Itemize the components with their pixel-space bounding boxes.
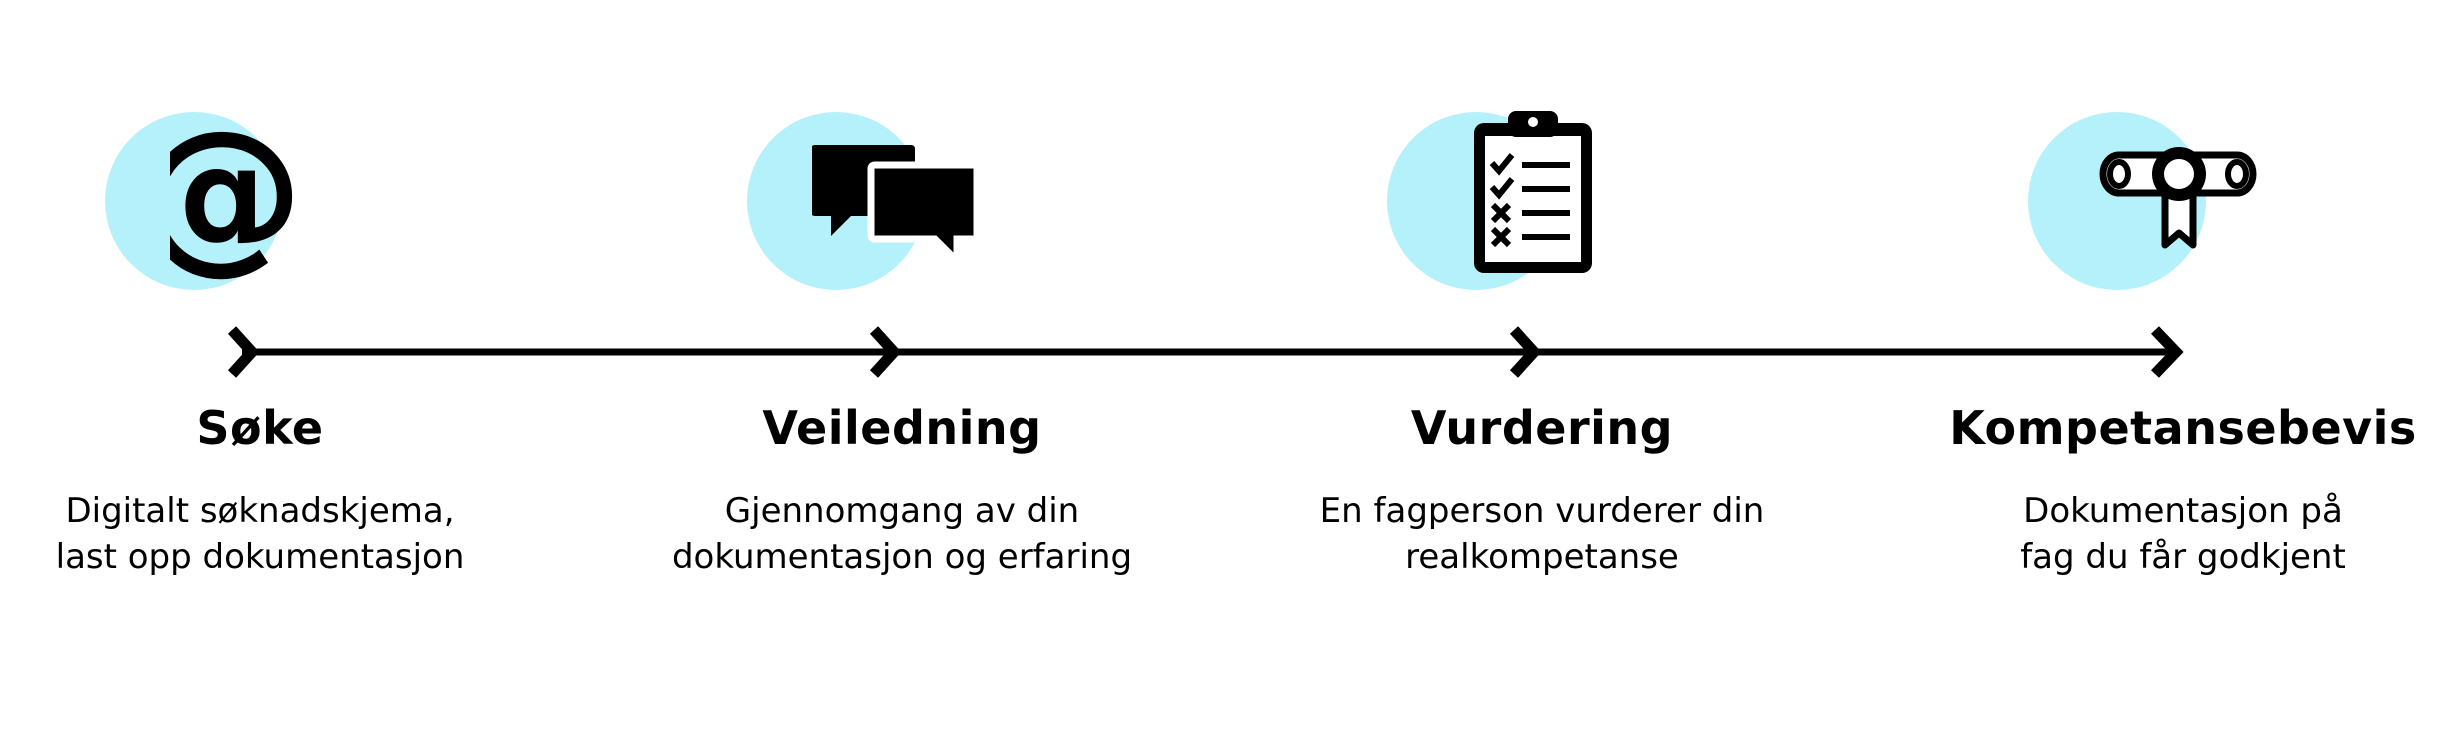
step-description-line: last opp dokumentasjon — [55, 537, 465, 577]
step-title: Veiledning — [762, 401, 1042, 455]
timeline-chevron-3 — [1509, 326, 1542, 378]
step-description-line: fag du får godkjent — [2020, 537, 2346, 577]
step-description: Dokumentasjon på fag du får godkjent — [1903, 488, 2442, 580]
step-description-line: Gjennomgang av din — [724, 491, 1080, 531]
step-description-line: Dokumentasjon på — [2023, 491, 2343, 531]
timeline-chevron-1 — [227, 326, 260, 378]
clipboard-checklist-icon — [1452, 105, 1622, 285]
timeline-arrowhead — [2151, 326, 2184, 378]
step-description-line: Digitalt søknadskjema, — [65, 491, 455, 531]
step-title: Kompetansebevis — [1949, 401, 2417, 455]
step-description: Gjennomgang av din dokumentasjon og erfa… — [622, 488, 1182, 580]
step-title: Søke — [196, 401, 324, 455]
svg-text:@: @ — [170, 105, 304, 285]
step-vurdering: Vurdering En fagperson vurderer din real… — [1262, 0, 1822, 734]
step-description-line: En fagperson vurderer din — [1319, 491, 1765, 531]
at-sign-icon: @ — [170, 105, 340, 285]
step-veiledning: Veiledning Gjennomgang av din dokumentas… — [622, 0, 1182, 734]
step-title: Vurdering — [1410, 401, 1674, 455]
step-description-line: dokumentasjon og erfaring — [671, 537, 1133, 577]
step-kompetansebevis: Kompetansebevis Dokumentasjon på fag du … — [1903, 0, 2442, 734]
timeline-chevron-2 — [869, 326, 902, 378]
diploma-certificate-icon — [2093, 105, 2263, 285]
step-blob — [105, 112, 283, 290]
step-description-line: realkompetanse — [1405, 537, 1679, 577]
step-soke: @ Søke Digitalt søknadskjema, last opp d… — [0, 0, 540, 734]
step-description: En fagperson vurderer din realkompetanse — [1262, 488, 1822, 580]
speech-bubbles-icon — [812, 105, 982, 285]
step-description: Digitalt søknadskjema, last opp dokument… — [0, 488, 540, 580]
